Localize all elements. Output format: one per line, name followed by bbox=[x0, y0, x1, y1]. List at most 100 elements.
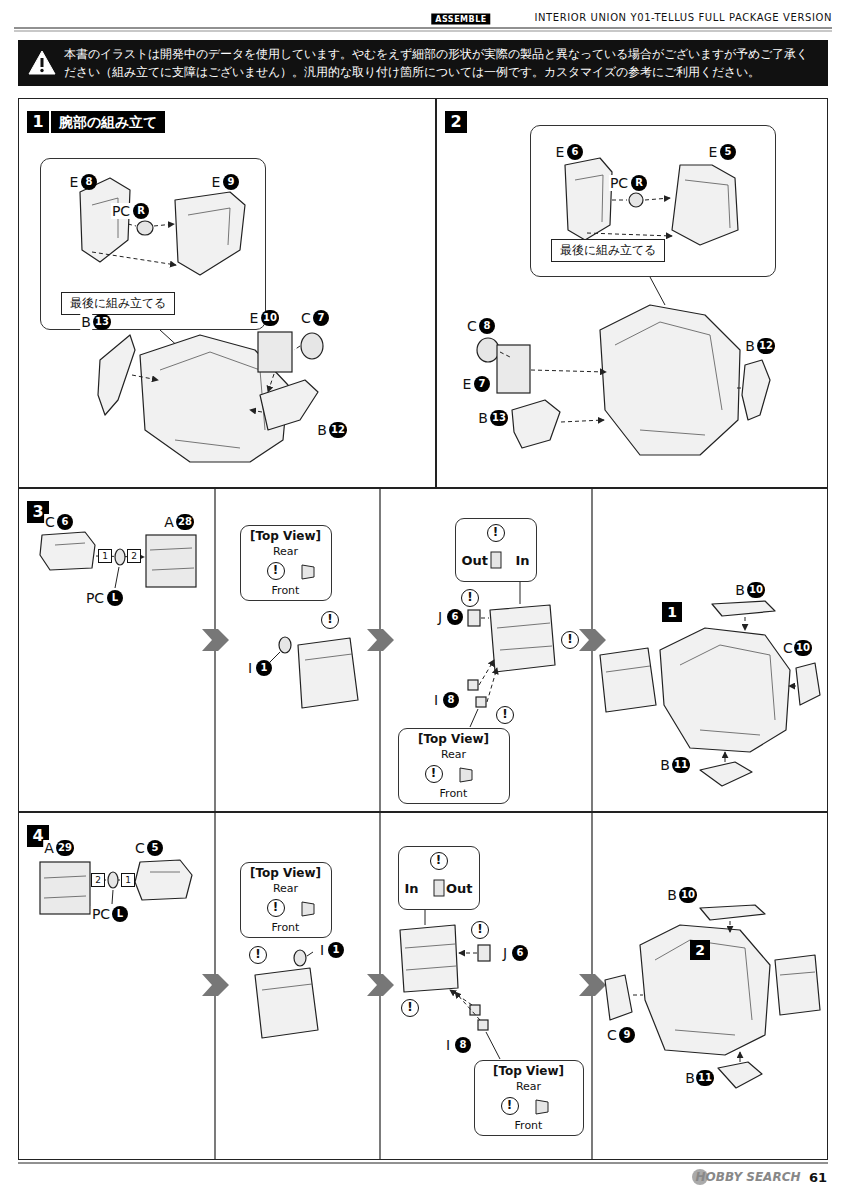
subassembly-number: 2 bbox=[690, 940, 710, 960]
assembly-guide bbox=[789, 686, 796, 687]
assembly-guide bbox=[633, 995, 643, 996]
part-detail bbox=[655, 940, 752, 1020]
assembly-guide bbox=[487, 668, 497, 702]
caution-mark: ! bbox=[249, 946, 267, 964]
box-text: In bbox=[515, 553, 529, 568]
part-number: 8 bbox=[443, 692, 459, 708]
part-letter: PC bbox=[91, 906, 111, 922]
part-letter: J bbox=[502, 945, 508, 961]
orientation-icon bbox=[302, 902, 314, 916]
part-letter: A bbox=[43, 840, 55, 856]
part-detail bbox=[685, 180, 730, 228]
assembly-guide bbox=[587, 233, 672, 236]
part-shape bbox=[260, 380, 318, 430]
box-text: Out bbox=[462, 553, 489, 568]
caution-mark: ! bbox=[321, 611, 339, 629]
part-letter: C bbox=[466, 318, 478, 334]
part-letter: B bbox=[734, 582, 746, 598]
part-shape bbox=[40, 532, 95, 570]
part-detail bbox=[640, 430, 705, 435]
orientation-box: !InOut bbox=[398, 846, 480, 910]
step-arrow bbox=[202, 974, 229, 996]
assembly-guide bbox=[455, 992, 480, 1020]
step-title: 腕部の組み立て bbox=[51, 111, 165, 133]
part-shape bbox=[700, 762, 752, 786]
part-detail bbox=[175, 440, 240, 448]
part-letter: A bbox=[163, 514, 175, 530]
part-number: 8 bbox=[479, 318, 495, 334]
assembly-guide bbox=[725, 752, 726, 762]
part-letter: B bbox=[477, 410, 489, 426]
subassembly-inset: 最後に組み立てる bbox=[530, 125, 776, 277]
part-shape bbox=[115, 549, 125, 565]
part-shape bbox=[712, 601, 775, 616]
part-letter: E bbox=[69, 174, 80, 190]
box-text: Out bbox=[446, 881, 473, 896]
assembly-guide bbox=[154, 224, 174, 226]
part-number: 12 bbox=[329, 422, 347, 438]
leader-line bbox=[270, 652, 280, 662]
step-panel: 1腕部の組み立て最後に組み立てる bbox=[18, 98, 436, 488]
part-number: 10 bbox=[747, 582, 765, 598]
assembly-guide bbox=[132, 375, 158, 380]
part-number: 29 bbox=[56, 840, 74, 856]
part-letter: B bbox=[744, 338, 756, 354]
part-number: 10 bbox=[261, 310, 279, 326]
part-detail bbox=[680, 645, 775, 720]
box-text: [Top View] bbox=[418, 732, 489, 746]
step-number: 4 bbox=[27, 825, 49, 847]
part-letter: B bbox=[80, 314, 92, 330]
part-shape bbox=[478, 1020, 488, 1030]
leader-line bbox=[470, 709, 478, 727]
part-shape bbox=[255, 968, 318, 1038]
assembly-guide bbox=[459, 953, 477, 954]
part-letter: E bbox=[555, 144, 566, 160]
assembly-guide bbox=[128, 224, 136, 226]
caution-mark: ! bbox=[267, 899, 285, 917]
assembly-guide bbox=[481, 618, 489, 619]
part-number: 13 bbox=[93, 314, 111, 330]
part-shape bbox=[468, 610, 480, 626]
step-number: 1 bbox=[27, 111, 49, 133]
assembly-guide bbox=[250, 410, 262, 412]
part-shape bbox=[742, 360, 770, 420]
step-panel: 2最後に組み立てる bbox=[436, 98, 828, 488]
part-detail bbox=[615, 322, 722, 410]
part-shape bbox=[279, 637, 291, 653]
step-panel: 3[Top View]Rear!Front!OutIn[Top View]Rea… bbox=[18, 488, 828, 812]
top-view-box: [Top View]Rear!Front bbox=[474, 1060, 584, 1136]
part-number: 8 bbox=[81, 174, 97, 190]
assembly-guide bbox=[561, 420, 604, 422]
part-shape bbox=[468, 680, 478, 690]
assembly-guide bbox=[531, 370, 606, 372]
order-number: 1 bbox=[98, 549, 112, 563]
part-shape bbox=[672, 165, 738, 245]
box-text: [Top View] bbox=[250, 529, 321, 543]
box-text: Rear bbox=[273, 545, 298, 558]
part-shape bbox=[294, 950, 306, 966]
part-shape bbox=[718, 1062, 762, 1088]
step-arrow bbox=[579, 974, 606, 996]
orientation-icon bbox=[434, 880, 444, 896]
section-badge: ASSEMBLE bbox=[431, 14, 490, 25]
rule-line bbox=[14, 31, 832, 32]
box-text: Front bbox=[515, 1119, 543, 1132]
top-view-box: [Top View]Rear!Front bbox=[240, 862, 332, 938]
assembly-guide bbox=[500, 352, 512, 358]
leader-line bbox=[650, 277, 665, 305]
step-number: 3 bbox=[27, 501, 49, 523]
step-arrow bbox=[367, 974, 394, 996]
warning-bar: 本書のイラストは開発中のデータを使用しています。やむをえず細部の形状が実際の製品… bbox=[18, 40, 828, 86]
part-letter: J bbox=[437, 609, 443, 625]
part-shape bbox=[478, 945, 490, 961]
watermark: HOBBY SEARCH bbox=[696, 1170, 801, 1184]
assembly-guide bbox=[730, 921, 731, 932]
part-letter: C bbox=[44, 514, 56, 530]
part-shape bbox=[605, 975, 632, 1020]
box-text: In bbox=[405, 881, 419, 896]
part-letter: PC bbox=[609, 175, 629, 191]
part-letter: E bbox=[249, 310, 260, 326]
part-shape bbox=[640, 925, 770, 1055]
part-detail bbox=[262, 984, 312, 990]
